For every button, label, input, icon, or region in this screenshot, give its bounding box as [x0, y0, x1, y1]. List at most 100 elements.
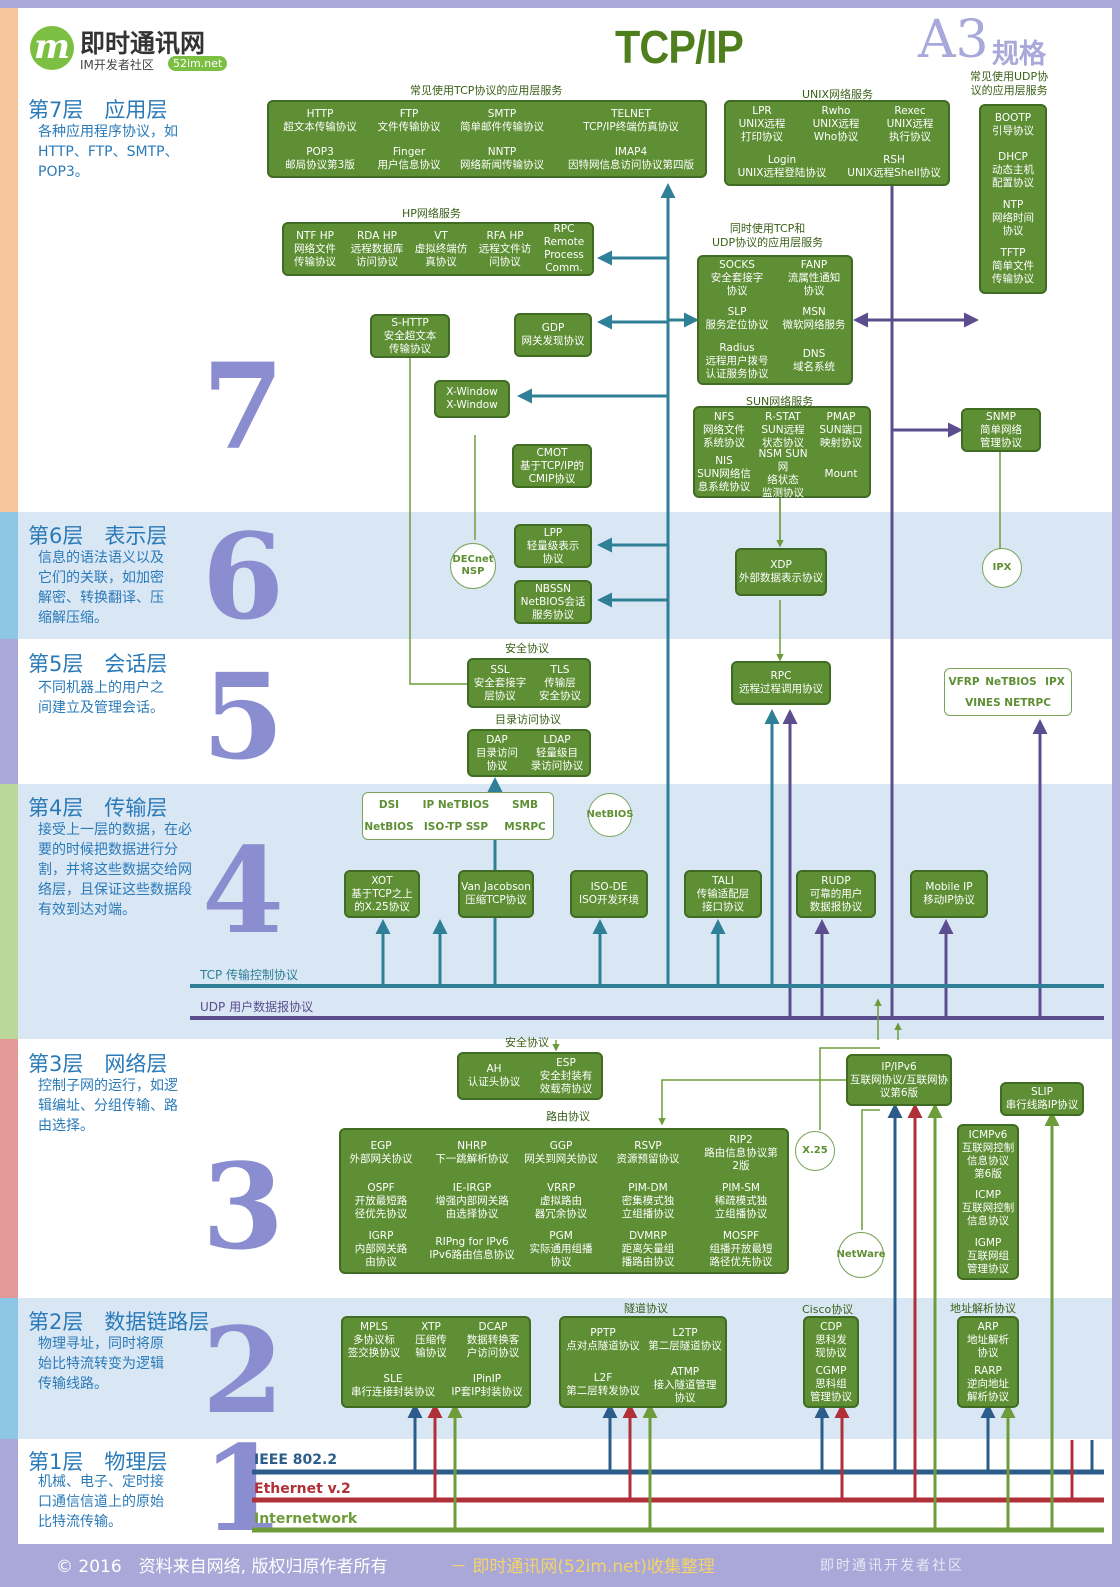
proto-netbios4[interactable]: NetBIOS — [364, 820, 414, 833]
proto-igrp[interactable]: IGRP 内部网关路 由协议 — [354, 1229, 408, 1268]
proto-pptp[interactable]: PPTP 点对点隧道协议 — [566, 1327, 640, 1352]
proto-netbios-circle[interactable]: NetBIOS — [587, 793, 634, 837]
proto-rsvp[interactable]: RSVP 资源预留协议 — [616, 1140, 680, 1165]
proto-nbssn[interactable]: NBSSN NetBIOS会话 服务协议 — [520, 582, 586, 621]
proto-ipnetbios[interactable]: IP NeTBIOS — [422, 798, 490, 811]
proto-ah[interactable]: AH 认证头协议 — [467, 1063, 521, 1088]
proto-l2tp[interactable]: L2TP 第二层隧道协议 — [648, 1327, 722, 1352]
proto-ipx[interactable]: IPX — [982, 548, 1022, 588]
proto-icmpv6[interactable]: ICMPv6 互联网控制 信息协议 第6版 — [961, 1129, 1015, 1180]
proto-dsi[interactable]: DSI — [378, 798, 400, 811]
proto-cmot[interactable]: CMOT 基于TCP/IP的 CMIP协议 — [520, 446, 584, 485]
proto-vines[interactable]: VINES NETRPC — [965, 696, 1051, 709]
proto-socks[interactable]: SOCKS 安全套接字 协议 — [710, 258, 764, 297]
proto-slp[interactable]: SLP 服务定位协议 — [705, 306, 769, 331]
proto-rdahp[interactable]: RDA HP 远程数据库 访问协议 — [350, 229, 404, 268]
proto-isode[interactable]: ISO-DE ISO开发环境 — [578, 881, 640, 906]
proto-ggp[interactable]: GGP 网关到网关协议 — [524, 1140, 598, 1165]
proto-icmp[interactable]: ICMP 互联网控制 信息协议 — [961, 1188, 1015, 1227]
proto-nntp[interactable]: NNTP 网络新闻传输协议 — [460, 146, 544, 171]
proto-nfs[interactable]: NFS 网络文件 系统协议 — [703, 410, 745, 449]
proto-nfshp[interactable]: NTF HP 网络文件 传输协议 — [294, 229, 336, 268]
proto-cdp[interactable]: CDP 思科发 现协议 — [815, 1320, 847, 1359]
proto-xdp[interactable]: XDP 外部数据表示协议 — [739, 559, 823, 584]
proto-decnet[interactable]: DECnet NSP — [450, 543, 496, 589]
proto-xot[interactable]: XOT 基于TCP之上 的X.25协议 — [351, 874, 413, 913]
proto-dns[interactable]: DNS 域名系统 — [793, 348, 835, 373]
proto-l2f[interactable]: L2F 第二层转发协议 — [566, 1372, 640, 1397]
proto-rexec[interactable]: Rexec UNIX远程 执行协议 — [886, 104, 934, 143]
proto-fanp[interactable]: FANP 流属性通知 协议 — [787, 258, 841, 297]
proto-vanjacobson[interactable]: Van Jacobson 压缩TCP协议 — [461, 881, 531, 906]
proto-x25[interactable]: X.25 — [795, 1131, 835, 1171]
proto-mobileip[interactable]: Mobile IP 移动IP协议 — [923, 881, 975, 906]
proto-rstat[interactable]: R-STAT SUN远程 状态协议 — [761, 410, 805, 449]
proto-mospf[interactable]: MOSPF 组播开放最短 路径优先协议 — [709, 1229, 773, 1268]
proto-rarp[interactable]: RARP 逆向地址 解析协议 — [967, 1364, 1009, 1403]
proto-tali[interactable]: TALI 传输适配层 接口协议 — [696, 874, 750, 913]
proto-pmap[interactable]: PMAP SUN端口 映射协议 — [819, 410, 863, 449]
proto-pimsm[interactable]: PIM-SM 稀疏模式独 立组播协议 — [714, 1181, 768, 1220]
proto-dvmrp[interactable]: DVMRP 距离矢量组 播路由协议 — [621, 1229, 675, 1268]
proto-ospf[interactable]: OSPF 开放最短路 径优先协议 — [354, 1181, 408, 1220]
proto-rip2[interactable]: RIP2 路由信息协议第 2版 — [704, 1133, 778, 1172]
proto-smb[interactable]: SMB — [511, 798, 538, 811]
proto-shttp[interactable]: S-HTTP 安全超文本 传输协议 — [383, 316, 437, 355]
proto-egp[interactable]: EGP 外部网关协议 — [349, 1140, 413, 1165]
proto-ipinip[interactable]: IPinIP IP套IP封装协议 — [451, 1373, 523, 1398]
proto-telnet[interactable]: TELNET TCP/IP终端仿真协议 — [583, 108, 679, 133]
proto-nis[interactable]: NIS SUN网络信 息系统协议 — [697, 454, 751, 493]
proto-rpc[interactable]: RPC 远程过程调用协议 — [739, 670, 823, 695]
proto-isotp[interactable]: ISO-TP SSP — [423, 820, 489, 833]
proto-pop3[interactable]: POP3 邮局协议第3版 — [285, 146, 355, 171]
proto-xtp[interactable]: XTP 压缩传 输协议 — [415, 1320, 447, 1359]
proto-vt[interactable]: VT 虚拟终端仿 真协议 — [414, 229, 468, 268]
proto-imap4[interactable]: IMAP4 因特网信息访问协议第四版 — [568, 146, 694, 171]
proto-ieirgp[interactable]: IE-IRGP 增强内部网关路 由选择协议 — [435, 1181, 509, 1220]
proto-ipx5[interactable]: IPX — [1045, 675, 1065, 688]
proto-vfrp[interactable]: VFRP — [948, 675, 980, 688]
proto-rudp[interactable]: RUDP 可靠的用户 数据报协议 — [809, 874, 863, 913]
proto-rsh[interactable]: RSH UNIX远程Shell协议 — [847, 154, 941, 179]
proto-lpp[interactable]: LPP 轻量级表示 协议 — [526, 526, 580, 565]
proto-gdp[interactable]: GDP 网关发现协议 — [521, 322, 585, 347]
proto-pimdm[interactable]: PIM-DM 密集模式独 立组播协议 — [621, 1181, 675, 1220]
proto-rfahp[interactable]: RFA HP 远程文件访 问协议 — [478, 229, 532, 268]
proto-bootp[interactable]: BOOTP 引导协议 — [992, 112, 1034, 137]
proto-tls[interactable]: TLS 传输层 安全协议 — [539, 663, 581, 702]
proto-finger[interactable]: Finger 用户信息协议 — [377, 146, 441, 171]
proto-radius[interactable]: Radius 远程用户拨号 认证服务协议 — [705, 341, 769, 380]
proto-dhcp[interactable]: DHCP 动态主机 配置协议 — [992, 150, 1034, 189]
proto-lpr[interactable]: LPR UNIX远程 打印协议 — [738, 104, 786, 143]
proto-cgmp[interactable]: CGMP 思科组 管理协议 — [810, 1364, 852, 1403]
proto-snmp[interactable]: SNMP 简单网络 管理协议 — [980, 410, 1022, 449]
proto-esp[interactable]: ESP 安全封装有 效载荷协议 — [539, 1056, 593, 1095]
proto-sle[interactable]: SLE 串行连接封装协议 — [351, 1373, 435, 1398]
proto-login[interactable]: Login UNIX远程登陆协议 — [737, 154, 827, 179]
proto-rwho[interactable]: Rwho UNIX远程 Who协议 — [812, 104, 860, 143]
proto-http[interactable]: HTTP 超文本传输协议 — [283, 108, 357, 133]
proto-dcap[interactable]: DCAP 数据转换客 户访问协议 — [466, 1320, 520, 1359]
proto-vrrp[interactable]: VRRP 虚拟路由 器冗余协议 — [534, 1181, 588, 1220]
proto-arp[interactable]: ARP 地址解析 协议 — [967, 1320, 1009, 1359]
proto-rpchp[interactable]: RPC Remote Process Comm. — [543, 223, 585, 274]
proto-ipv6[interactable]: IP/IPv6 互联网协议/互联网协 议第6版 — [849, 1060, 949, 1099]
proto-atmp[interactable]: ATMP 接入隧道管理 协议 — [653, 1365, 717, 1404]
proto-pgm[interactable]: PGM 实际通用组播 协议 — [529, 1229, 593, 1268]
proto-ripng[interactable]: RIPng for IPv6 IPv6路由信息协议 — [429, 1236, 515, 1261]
proto-ssl[interactable]: SSL 安全套接字 层协议 — [473, 663, 527, 702]
proto-ldap[interactable]: LDAP 轻量级目 录访问协议 — [530, 733, 584, 772]
proto-tftp[interactable]: TFTP 简单文件 传输协议 — [992, 246, 1034, 285]
proto-nhrp[interactable]: NHRP 下一跳解析协议 — [435, 1140, 509, 1165]
proto-dap[interactable]: DAP 目录访问 协议 — [476, 733, 518, 772]
proto-ftp[interactable]: FTP 文件传输协议 — [377, 108, 441, 133]
proto-xwindow[interactable]: X-Window X-Window — [446, 386, 498, 411]
proto-ntp[interactable]: NTP 网络时间 协议 — [992, 198, 1034, 237]
proto-slip[interactable]: SLIP 串行线路IP协议 — [1005, 1086, 1079, 1111]
proto-msn[interactable]: MSN 微软网络服务 — [782, 306, 846, 331]
proto-mpls[interactable]: MPLS 多协议标 签交换协议 — [347, 1320, 401, 1359]
proto-netware[interactable]: NetWare — [836, 1232, 886, 1278]
proto-smtp[interactable]: SMTP 简单邮件传输协议 — [460, 108, 544, 133]
proto-igmp[interactable]: IGMP 互联网组 管理协议 — [967, 1236, 1009, 1275]
proto-msrpc[interactable]: MSRPC — [504, 820, 546, 833]
